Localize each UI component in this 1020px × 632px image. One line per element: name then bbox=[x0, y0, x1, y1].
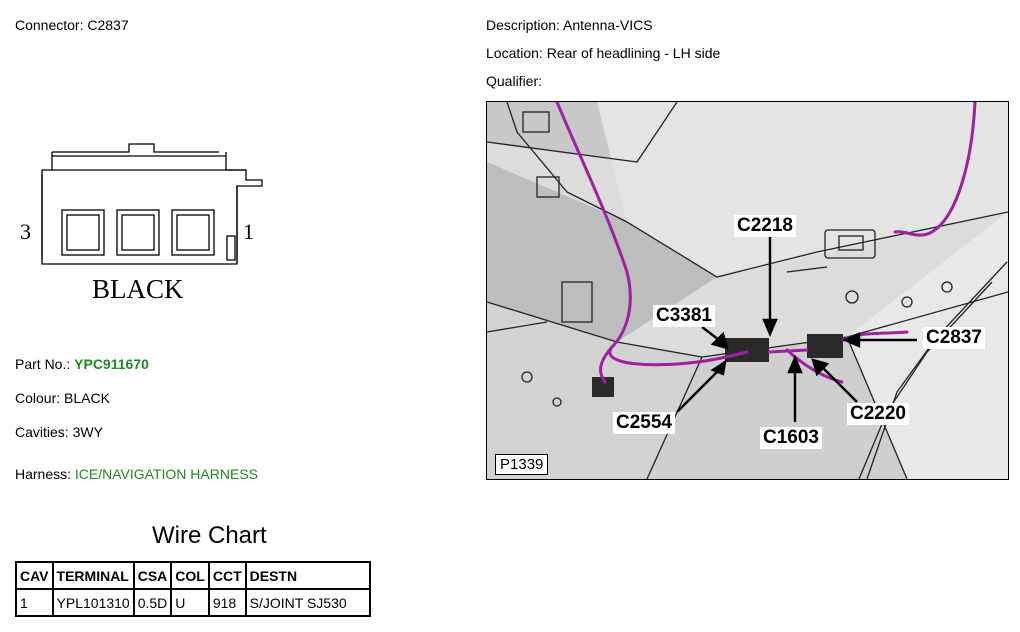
cavities-line: Cavities: 3WY bbox=[15, 424, 103, 440]
part-no-line: Part No.: YPC911670 bbox=[15, 356, 149, 372]
colour-line: Colour: BLACK bbox=[15, 390, 110, 406]
wire-chart-header-row: CAV TERMINAL CSA COL CCT DESTN bbox=[15, 561, 371, 590]
connector-line: Connector: C2837 bbox=[15, 17, 129, 33]
connector-face-drawing: 3 1 BLACK bbox=[20, 143, 263, 304]
header-col: COL bbox=[170, 561, 210, 590]
vehicle-structure-illustration bbox=[487, 102, 1008, 479]
qualifier-line: Qualifier: bbox=[486, 73, 542, 89]
cell-cav: 1 bbox=[15, 588, 54, 617]
drawing-colour-label: BLACK bbox=[92, 274, 184, 304]
harness-label: Harness: bbox=[15, 466, 72, 482]
cell-destn: S/JOINT SJ530 bbox=[244, 588, 371, 617]
cell-terminal: YPL101310 bbox=[51, 588, 135, 617]
harness-link[interactable]: ICE/NAVIGATION HARNESS bbox=[74, 466, 258, 482]
qualifier-label: Qualifier: bbox=[486, 73, 543, 89]
header-destn: DESTN bbox=[244, 561, 371, 590]
wire-chart-title: Wire Chart bbox=[152, 522, 267, 549]
header-cav: CAV bbox=[15, 561, 54, 590]
cavities-value: 3WY bbox=[72, 424, 103, 440]
callout-c2554: C2554 bbox=[613, 412, 675, 434]
part-no-link[interactable]: YPC911670 bbox=[74, 356, 149, 372]
location-photo: C2218 C3381 C2837 C2554 C2220 C1603 P133… bbox=[486, 101, 1009, 480]
location-label: Location: bbox=[486, 45, 543, 61]
pin-3-label: 3 bbox=[20, 219, 31, 244]
cavities-label: Cavities: bbox=[15, 424, 69, 440]
callout-c3381: C3381 bbox=[653, 305, 715, 327]
callout-c2218: C2218 bbox=[734, 215, 796, 237]
cell-csa: 0.5D bbox=[132, 588, 173, 617]
location-line: Location: Rear of headlining - LH side bbox=[486, 45, 720, 61]
description-line: Description: Antenna-VICS bbox=[486, 17, 653, 33]
header-cct: CCT bbox=[207, 561, 247, 590]
header-csa: CSA bbox=[132, 561, 173, 590]
connector-value: C2837 bbox=[87, 17, 129, 33]
harness-line: Harness: ICE/NAVIGATION HARNESS bbox=[15, 466, 258, 482]
location-value: Rear of headlining - LH side bbox=[546, 45, 721, 61]
header-terminal: TERMINAL bbox=[51, 561, 135, 590]
callout-c1603: C1603 bbox=[760, 427, 822, 449]
cell-col: U bbox=[170, 588, 210, 617]
description-value: Antenna-VICS bbox=[563, 17, 653, 33]
photo-id-label: P1339 bbox=[495, 454, 549, 475]
table-row: 1 YPL101310 0.5D U 918 S/JOINT SJ530 bbox=[15, 588, 371, 617]
part-no-label: Part No.: bbox=[15, 356, 71, 372]
cell-cct: 918 bbox=[207, 588, 247, 617]
pin-1-label: 1 bbox=[243, 219, 254, 244]
colour-label: Colour: bbox=[15, 390, 61, 406]
wire-chart-table: CAV TERMINAL CSA COL CCT DESTN 1 YPL1013… bbox=[15, 561, 371, 617]
description-label: Description: bbox=[486, 17, 560, 33]
colour-value: BLACK bbox=[64, 390, 110, 406]
connector-label: Connector: bbox=[15, 17, 84, 33]
callout-c2837: C2837 bbox=[923, 327, 985, 349]
callout-c2220: C2220 bbox=[847, 403, 909, 425]
